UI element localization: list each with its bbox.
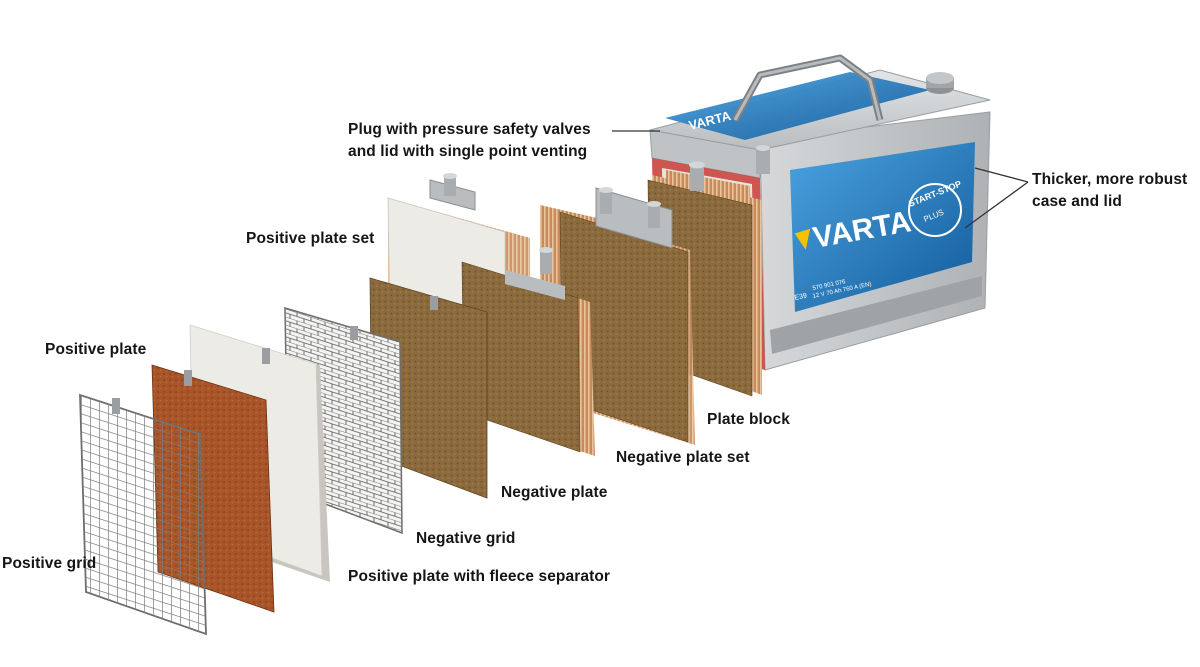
leader-case: [974, 167, 1029, 183]
label-case-line2: case and lid: [1032, 193, 1122, 210]
label-negative-grid: Negative grid: [416, 530, 516, 547]
label-case-line1: Thicker, more robust: [1032, 171, 1188, 188]
label-plug-line1: Plug with pressure safety valves: [348, 121, 591, 138]
label-plug-line2: and lid with single point venting: [348, 143, 588, 160]
lid-label: [665, 72, 930, 140]
label-negative-plate: Negative plate: [501, 484, 608, 501]
label-positive-grid: Positive grid: [2, 555, 97, 572]
battery-code: E39: [794, 292, 808, 301]
leader-lines: [612, 130, 1029, 229]
label-case: Thicker, more robust case and lid: [1032, 169, 1187, 213]
start-stop-badge: [908, 183, 962, 237]
leader-case-2: [964, 181, 1029, 229]
label-plug: Plug with pressure safety valves and lid…: [348, 119, 591, 163]
label-positive-plate-fleece: Positive plate with fleece separator: [348, 568, 611, 585]
label-negative-plate-set: Negative plate set: [616, 449, 750, 466]
brand-chevron-icon: [794, 228, 811, 250]
positive-grid: [79, 393, 207, 636]
label-plate-block: Plate block: [707, 411, 790, 428]
label-positive-plate: Positive plate: [45, 341, 147, 358]
label-positive-plate-set: Positive plate set: [246, 230, 375, 247]
case-ribs: [770, 276, 982, 354]
